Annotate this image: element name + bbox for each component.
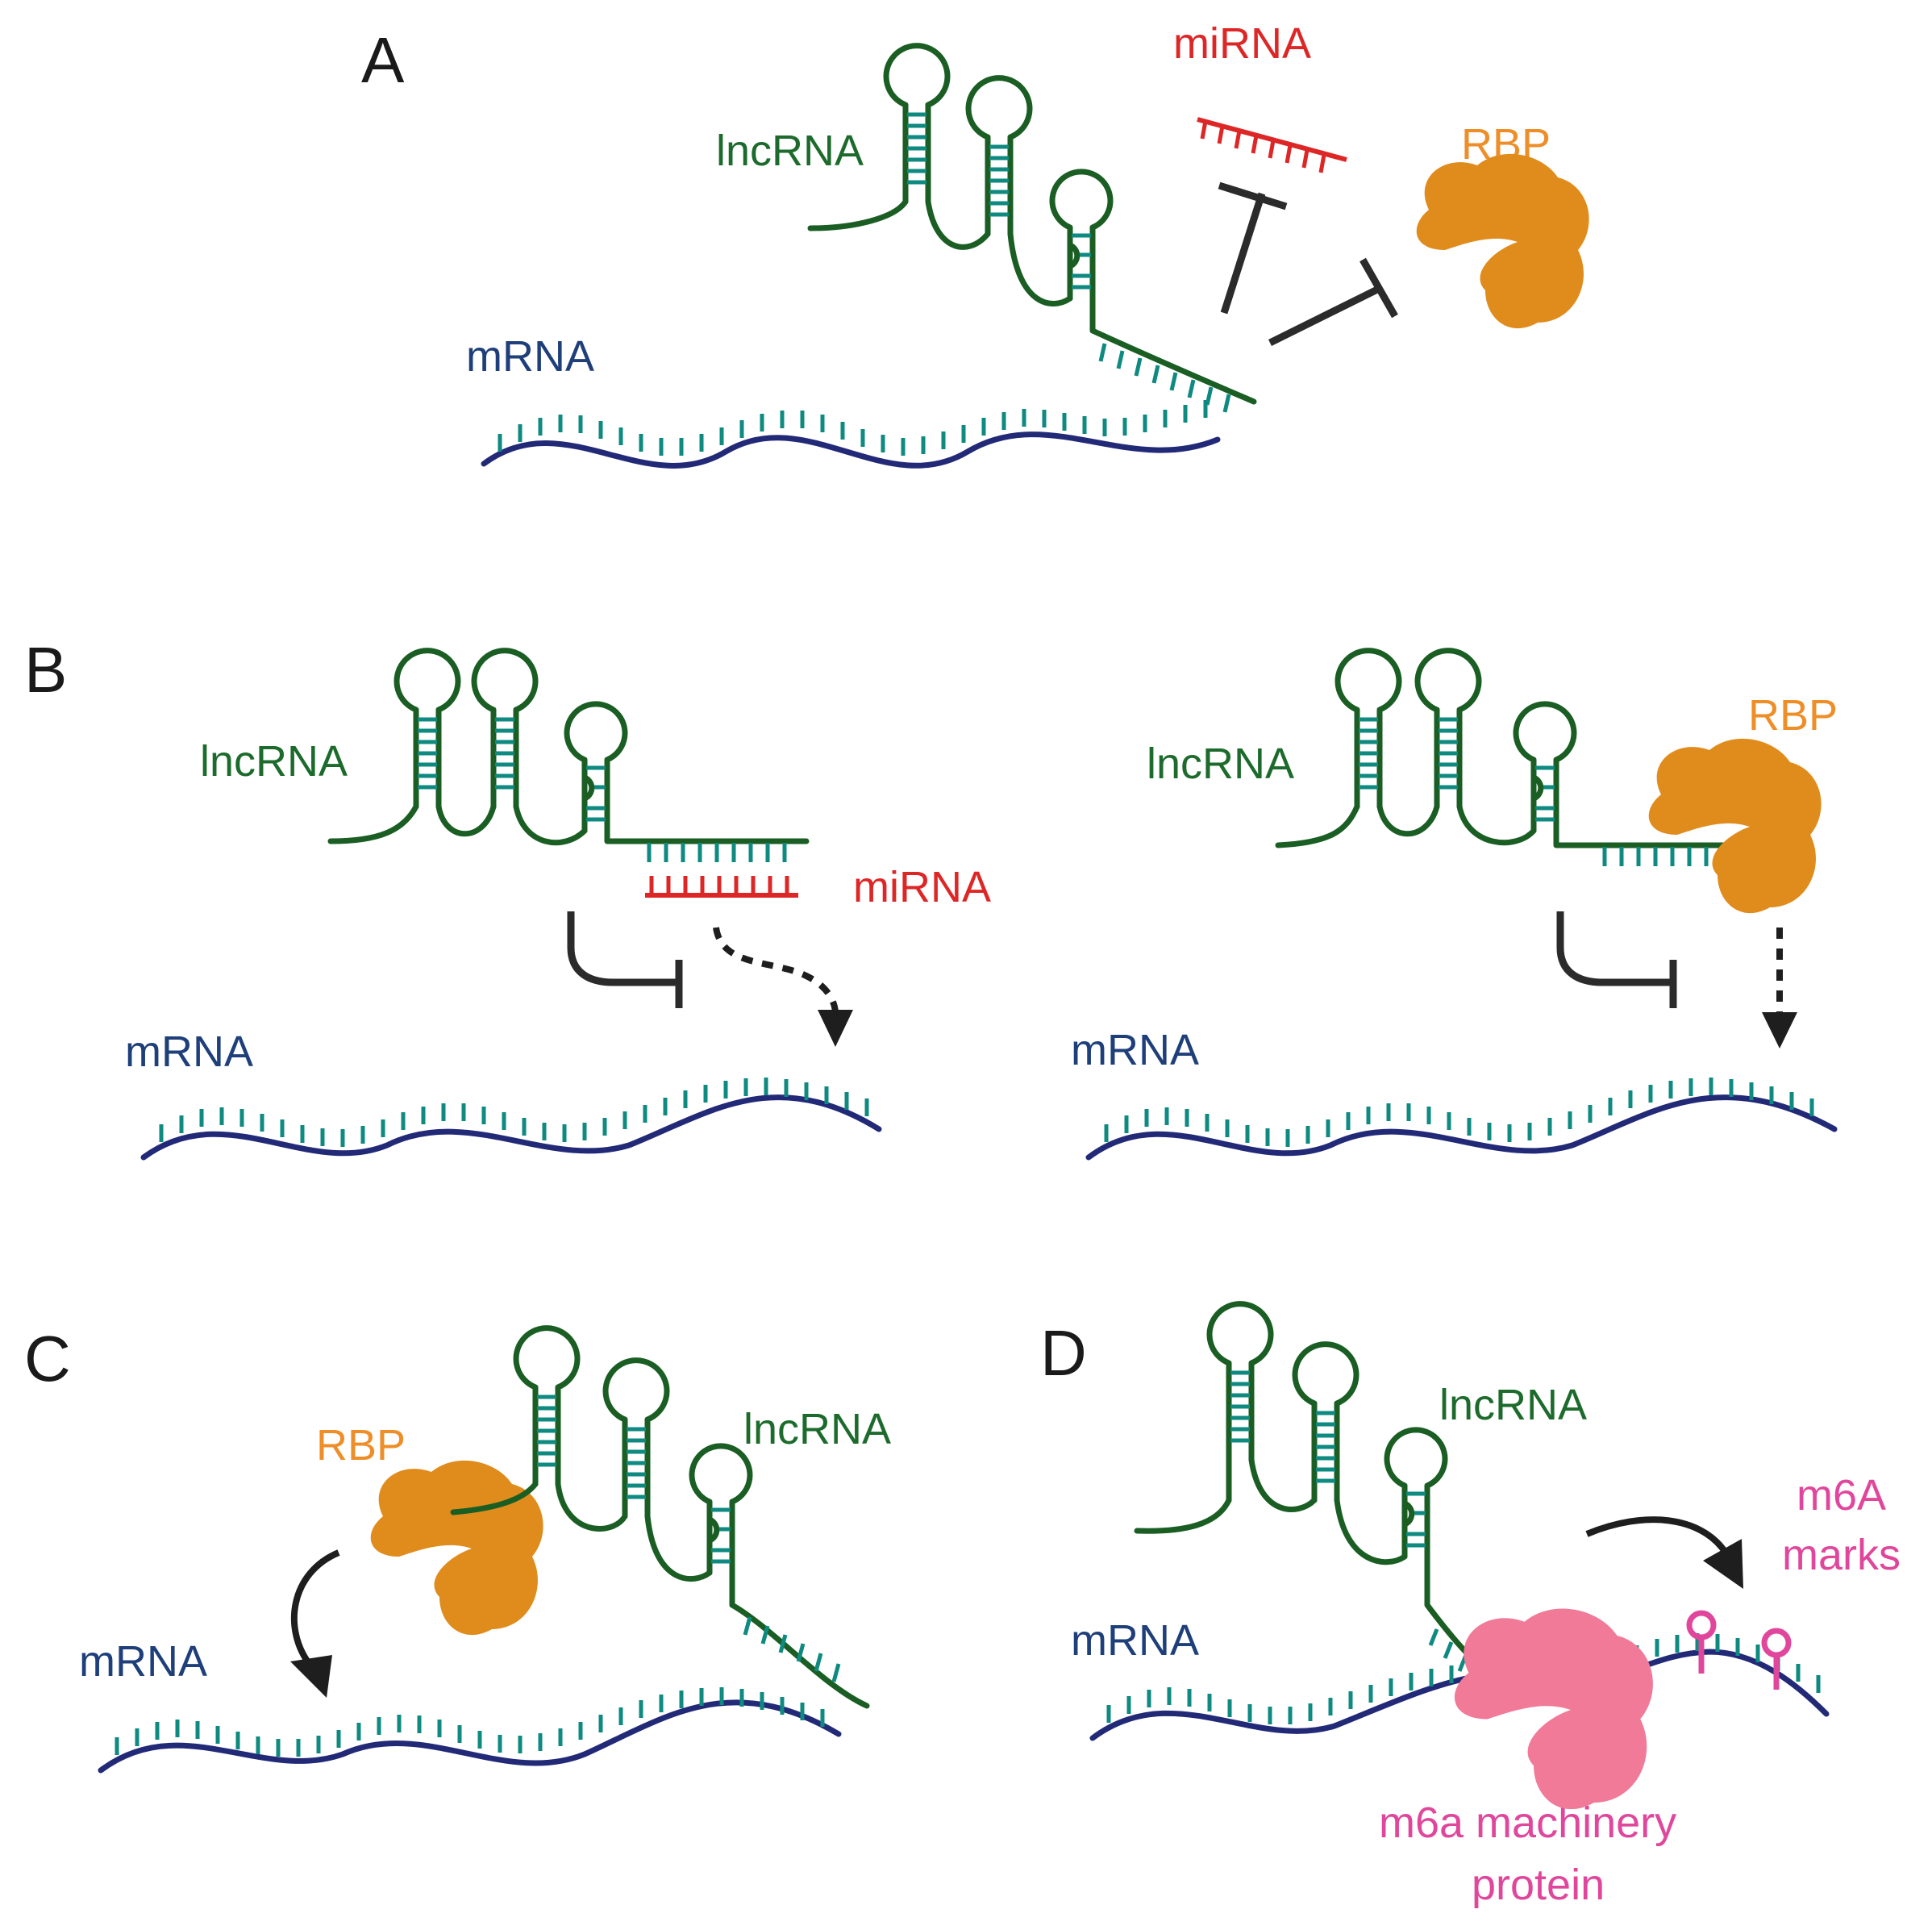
panel-b-right: lncRNA RBP mRNA [1071, 651, 1838, 1161]
mrna-label: mRNA [466, 332, 594, 381]
inhibition-arrow-icon [567, 911, 683, 1008]
curved-arrow-icon [290, 1549, 340, 1698]
inhibition-arrow-icon [1268, 257, 1398, 347]
lncrna-label: lncRNA [1147, 740, 1294, 788]
m6a-machinery-protein-icon [1454, 1608, 1653, 1810]
panel-letter-c: C [24, 1323, 71, 1394]
rbp-label: RBP [1748, 691, 1838, 740]
rbp-protein-icon [370, 1460, 543, 1636]
mirna-label: miRNA [1173, 19, 1311, 68]
lncrna-label: lncRNA [200, 737, 348, 786]
panel-letter-a: A [361, 24, 405, 96]
inhibition-arrow-icon [1556, 911, 1677, 1008]
mirna-label: miRNA [853, 863, 991, 911]
mrna-label: mRNA [1071, 1026, 1199, 1074]
rbp-protein-icon [1416, 153, 1589, 329]
lncrna-label: lncRNA [743, 1405, 891, 1453]
panel-letter-b: B [24, 634, 67, 706]
lncrna-strand [450, 1328, 870, 1709]
m6a-marks-label-line2: marks [1782, 1531, 1901, 1579]
lncrna-label: lncRNA [1439, 1381, 1587, 1429]
lncrna-strand [807, 46, 1257, 413]
mirna-fragment [645, 876, 798, 898]
mrna-label: mRNA [79, 1637, 207, 1686]
panel-letter-d: D [1040, 1317, 1087, 1389]
mirna-fragment [1197, 117, 1347, 173]
curved-arrow-icon [1585, 1516, 1743, 1589]
mrna-label: mRNA [125, 1028, 253, 1076]
mrna-label: mRNA [1071, 1616, 1199, 1665]
lncrna-strand [327, 651, 810, 862]
panel-b-left: B lncRNA miRNA mRNA [24, 634, 991, 1161]
rbp-protein-icon [1648, 738, 1822, 914]
machinery-label-line1: m6a machinery [1379, 1799, 1676, 1847]
panel-c: C RBP lncRNA mRNA [24, 1323, 891, 1774]
lncrna-label: lncRNA [716, 127, 864, 175]
methyl-mark-icon [1686, 1610, 1717, 1674]
panel-a: A lncRNA miRNA RBP mRNA [361, 19, 1589, 469]
mrna-strand [140, 1078, 882, 1161]
dashed-arrow-icon [1762, 928, 1797, 1048]
lncrna-strand [1275, 651, 1737, 866]
methyl-mark-icon [1761, 1628, 1792, 1690]
machinery-label-line2: protein [1472, 1861, 1605, 1909]
dashed-arrow-icon [713, 927, 853, 1047]
inhibition-arrow-icon [1218, 181, 1288, 315]
rbp-label: RBP [316, 1421, 406, 1470]
mrna-strand [481, 400, 1221, 469]
m6a-marks-label-line1: m6A [1797, 1471, 1886, 1520]
mrna-strand [1085, 1078, 1838, 1161]
panel-d: D lncRNA mRNA m6A marks m6a machinery pr… [1040, 1304, 1901, 1909]
mrna-strand [98, 1687, 842, 1774]
